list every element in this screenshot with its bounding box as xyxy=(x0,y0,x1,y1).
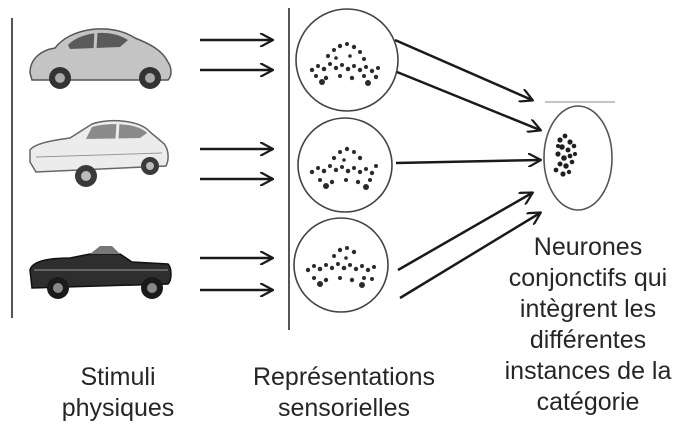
convergence-arrows xyxy=(394,38,540,300)
stimuli-caption-line-1: Stimuli xyxy=(80,363,156,391)
arrow-r1b xyxy=(396,70,540,130)
representations-caption-line-1: Représentations xyxy=(252,363,436,391)
stimuli-caption: Stimuli physiques xyxy=(28,362,208,424)
dot-pattern-3 xyxy=(305,246,376,288)
arrow-r3a xyxy=(397,193,532,272)
stimulus-arrows xyxy=(200,40,272,290)
neurones-caption: Neurones conjonctifs qui intègrent les d… xyxy=(488,232,688,418)
conjunctive-neuron-ellipse xyxy=(543,105,613,211)
representation-circle-3 xyxy=(293,217,389,313)
neurones-caption-line-3: intègrent les xyxy=(519,295,657,323)
dot-pattern-2 xyxy=(309,146,378,190)
arrow-r3b xyxy=(399,213,540,300)
neurones-caption-line-6: catégorie xyxy=(536,388,640,416)
sedan-car-icon xyxy=(29,119,169,187)
representations-caption: Représentations sensorielles xyxy=(228,362,460,424)
neurones-caption-line-4: différentes xyxy=(529,326,647,354)
conjunctive-dot-cluster xyxy=(553,133,578,177)
beetle-car-icon xyxy=(29,28,172,89)
arrow-r1a xyxy=(394,38,532,100)
representation-circle-2 xyxy=(297,117,393,213)
convertible-car-icon xyxy=(29,246,172,299)
arrow-r2 xyxy=(395,160,540,163)
stimuli-caption-line-2: physiques xyxy=(61,394,175,422)
neurones-caption-line-2: conjonctifs qui xyxy=(508,264,668,292)
neurones-caption-line-1: Neurones xyxy=(533,233,643,261)
representations-caption-line-2: sensorielles xyxy=(277,394,410,422)
representation-circle-1 xyxy=(295,8,399,112)
dot-pattern-1 xyxy=(309,42,380,86)
neurones-caption-line-5: instances de la xyxy=(504,357,672,385)
